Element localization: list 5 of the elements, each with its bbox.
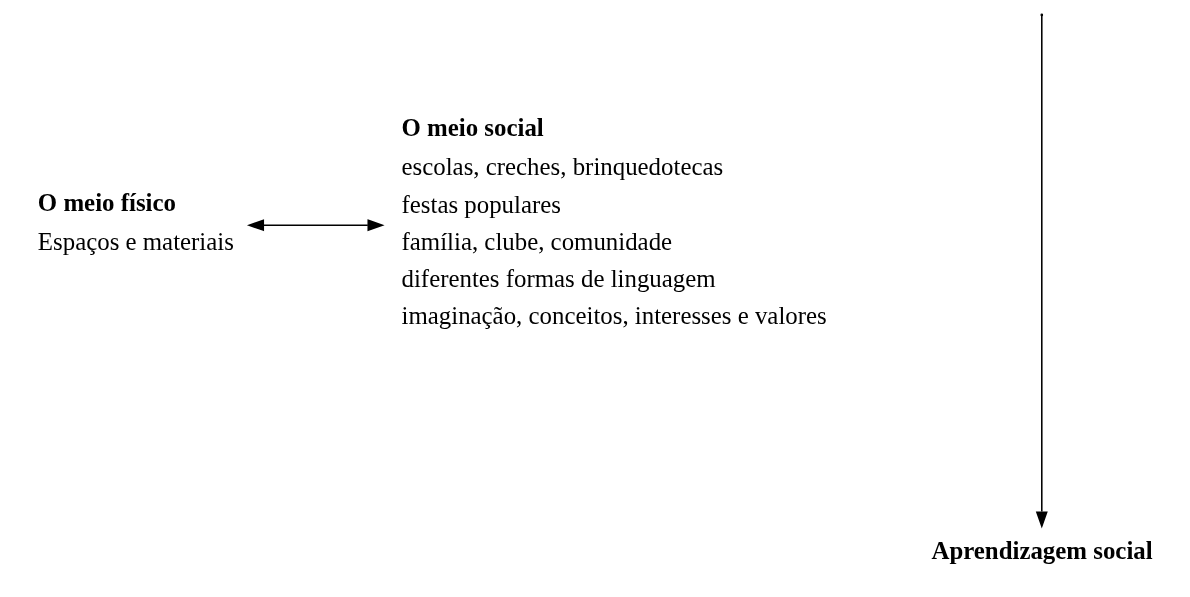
node-text: O meio social escolas, creches, brinquedotecas festas populares família, clube, comunidade diferentes formas de linguagem imaginação, conceitos, interesses e valores	[401, 114, 827, 330]
arrow	[246, 219, 385, 232]
node-text: Aprendizagem social	[931, 537, 1153, 565]
node-text: O meio físico Espaços e materiais	[37, 188, 234, 255]
arrow	[1035, 14, 1048, 529]
